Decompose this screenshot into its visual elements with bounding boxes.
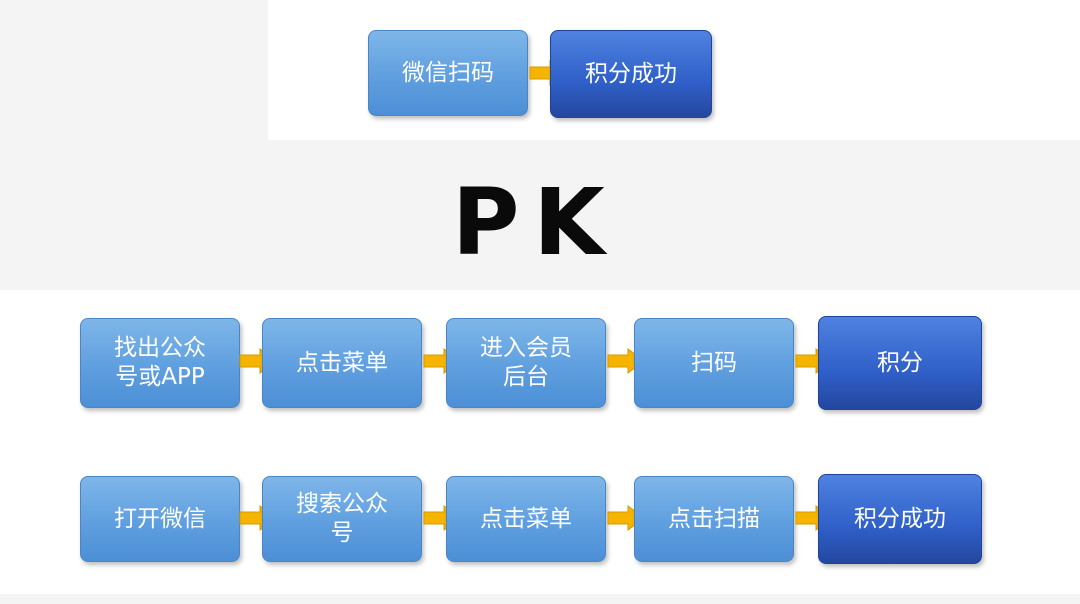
flow1-step-5: 积分: [818, 316, 982, 410]
flow1-step-3: 进入会员 后台: [446, 318, 606, 408]
pk-label: PK: [452, 169, 619, 276]
flow2-step-4: 点击扫描: [634, 476, 794, 562]
top-step-scan-wechat: 微信扫码: [368, 30, 528, 116]
flow1-step-1: 找出公众 号或APP: [80, 318, 240, 408]
flow1-step-2: 点击菜单: [262, 318, 422, 408]
top-step-points-success: 积分成功: [550, 30, 712, 118]
flow2-step-5: 积分成功: [818, 474, 982, 564]
flow2-step-2: 搜索公众 号: [262, 476, 422, 562]
flow1-step-4: 扫码: [634, 318, 794, 408]
flow2-step-3: 点击菜单: [446, 476, 606, 562]
flow2-step-1: 打开微信: [80, 476, 240, 562]
